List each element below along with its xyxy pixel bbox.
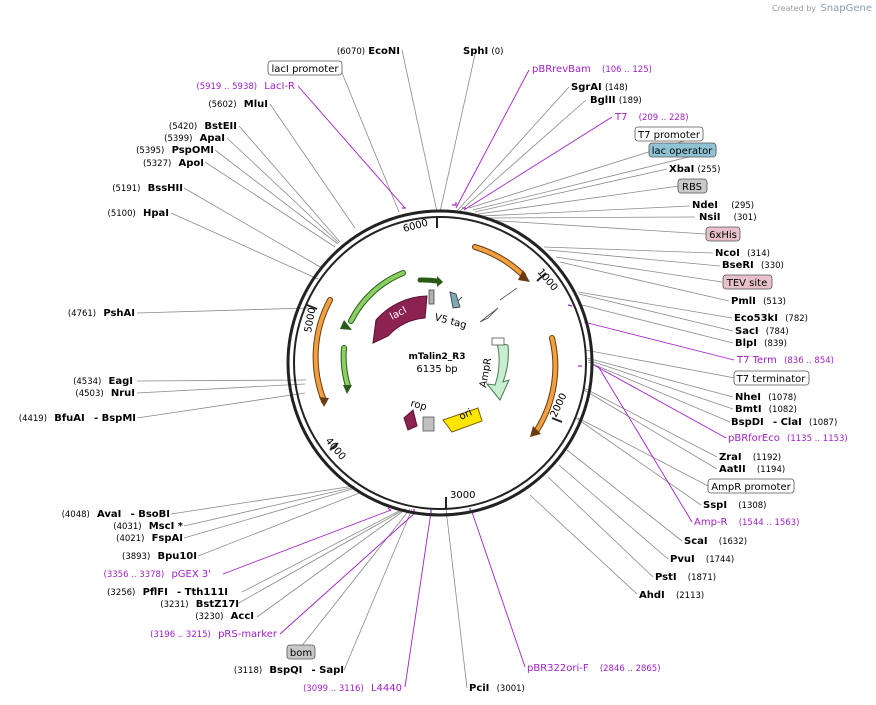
enzyme-label-hpai: (5100) HpaI <box>108 208 169 219</box>
enzyme-label-bglii: BglII (189) <box>590 95 642 106</box>
enzyme-label-bsshii: (5191) BssHII <box>112 183 183 194</box>
enzyme-label-ndei: NdeI (295) <box>692 200 754 211</box>
box-lac-operator: lac operator <box>652 146 713 157</box>
orange-features <box>312 244 559 433</box>
enzyme-label-bspqi: (3118) BspQI - SapI <box>234 665 344 676</box>
enzyme-label-econi: (6070) EcoNI <box>337 46 400 57</box>
enzyme-label-pspomi: (5395) PspOMI <box>136 145 214 156</box>
box-ampr-promoter: AmpR promoter <box>711 482 791 493</box>
enzyme-leader-lines <box>136 49 736 689</box>
tick-3000: 3000 <box>450 490 475 501</box>
enzyme-label-aatii: AatII (1194) <box>719 464 785 475</box>
enzyme-label-bstz17i: (3231) BstZ17I <box>160 599 239 610</box>
ori-label: ori <box>458 407 474 422</box>
primer-label-laci-r: (5919 .. 5938) LacI-R <box>196 81 295 92</box>
ring-ticks <box>306 216 563 508</box>
enzyme-label-bspdi: BspDI - ClaI (1087) <box>731 417 837 428</box>
enzyme-label-apai: (5399) ApaI <box>164 133 225 144</box>
enzyme-label-bmti: BmtI (1082) <box>735 404 797 415</box>
enzyme-label-pshai: (4761) PshAI <box>68 308 135 319</box>
enzyme-label-bsteii: (5420) BstEII <box>169 121 237 132</box>
enzyme-label-avai: (4048) AvaI - BsoBI <box>62 509 170 520</box>
enzyme-label-mlui: (5602) MluI <box>208 99 268 110</box>
watermark-prefix: Created by <box>772 4 816 13</box>
enzyme-label-scai: ScaI (1632) <box>684 536 747 547</box>
tick-5000: 5000 <box>303 307 318 334</box>
box-t7-terminator: T7 terminator <box>736 374 807 385</box>
backbone-outer <box>286 209 594 517</box>
plasmid-name: mTalin2_R3 <box>409 352 466 362</box>
enzyme-label-apoi: (5327) ApoI <box>143 158 204 169</box>
enzyme-label-nsii: NsiI (301) <box>699 212 757 223</box>
enzyme-label-msci: (4031) MscI * <box>113 521 183 532</box>
enzyme-label-eagi: (4534) EagI <box>73 376 133 387</box>
enzyme-label-ahdi: AhdI (2113) <box>639 590 704 601</box>
primer-label-pgex3: (3356 .. 3378) pGEX 3' <box>104 569 211 580</box>
laci-feature <box>372 295 428 344</box>
primer-label-pbrforeco: pBRforEco (1135 .. 1153) <box>728 433 848 444</box>
v5-tag-label: V5 tag <box>433 312 468 331</box>
box-laci-promoter: lacI promoter <box>272 64 340 75</box>
enzyme-label-pvui: PvuI (1744) <box>670 554 734 565</box>
enzyme-label-acci: (3230) AccI <box>195 611 254 622</box>
rop-feature <box>403 409 418 431</box>
box-rbs: RBS <box>682 182 702 193</box>
box-6xhis: 6xHis <box>709 230 737 241</box>
enzyme-label-pcii: PciI (3001) <box>469 683 525 694</box>
enzyme-label-bpu10i: (3893) Bpu10I <box>122 551 197 562</box>
enzyme-label-sphi: SphI (0) <box>463 46 503 57</box>
primer-labels: pBRrevBam (106 .. 125) T7 (209 .. 228) T… <box>104 64 848 694</box>
enzyme-label-zrai: ZraI (1192) <box>719 452 781 463</box>
box-t7-promoter: T7 promoter <box>637 130 701 141</box>
primer-label-amp-r: Amp-R (1544 .. 1563) <box>694 517 799 528</box>
enzyme-label-nhei: NheI (1078) <box>735 392 796 403</box>
primer-label-pbr322ori-f: pBR322ori-F (2846 .. 2865) <box>527 663 661 674</box>
enzyme-label-blpi: BlpI (839) <box>735 338 787 349</box>
tick-4000: 4000 <box>323 436 348 463</box>
green-features <box>340 270 440 389</box>
enzyme-label-sgrai: SgrAI (148) <box>571 82 628 93</box>
enzyme-label-ncoi: NcoI (314) <box>715 248 770 259</box>
enzyme-label-psti: PstI (1871) <box>655 572 716 583</box>
enzyme-label-xbai: XbaI (255) <box>669 164 720 175</box>
v5-tag-feature <box>449 291 463 309</box>
plasmid-size: 6135 bp <box>416 364 457 375</box>
primer-label-pbrrevbam: pBRrevBam (106 .. 125) <box>532 64 652 75</box>
ampr-label: AmpR <box>478 357 494 388</box>
enzyme-label-nrui: (4503) NruI <box>75 388 135 399</box>
box-tev-site: TEV site <box>726 278 768 289</box>
enzyme-label-fspai: (4021) FspAI <box>116 533 183 544</box>
enzyme-label-baseri: BseRI (330) <box>722 260 784 271</box>
primer-label-prs-marker: (3196 .. 3215) pRS-marker <box>150 629 278 640</box>
primer-label-t7-term: T7 Term (836 .. 854) <box>736 355 834 366</box>
enzyme-label-bfuai: (4419) BfuAI - BspMI <box>19 413 136 424</box>
enzyme-label-pflfi: (3256) PflFI - Tth111I <box>107 587 228 598</box>
backbone-inner <box>293 216 587 510</box>
ori-feature <box>442 407 483 433</box>
primer-label-l4440: (3099 .. 3116) L4440 <box>303 683 402 694</box>
enzyme-label-eco53ki: Eco53kI (782) <box>734 313 808 324</box>
primer-label-t7: T7 (209 .. 228) <box>614 112 689 123</box>
enzyme-label-sspi: SspI (1308) <box>703 500 767 511</box>
primer-leader-lines <box>222 69 735 688</box>
watermark-brand: SnapGene <box>820 3 872 14</box>
ampr-feature <box>485 342 510 401</box>
enzyme-label-saci: SacI (784) <box>735 326 789 337</box>
enzyme-label-pmli: PmlI (513) <box>731 296 786 307</box>
boxed-feature-labels: lacI promoter T7 promoter lac operator R… <box>267 60 810 660</box>
rop-label: rop <box>409 398 428 413</box>
box-bom: bom <box>290 648 312 659</box>
